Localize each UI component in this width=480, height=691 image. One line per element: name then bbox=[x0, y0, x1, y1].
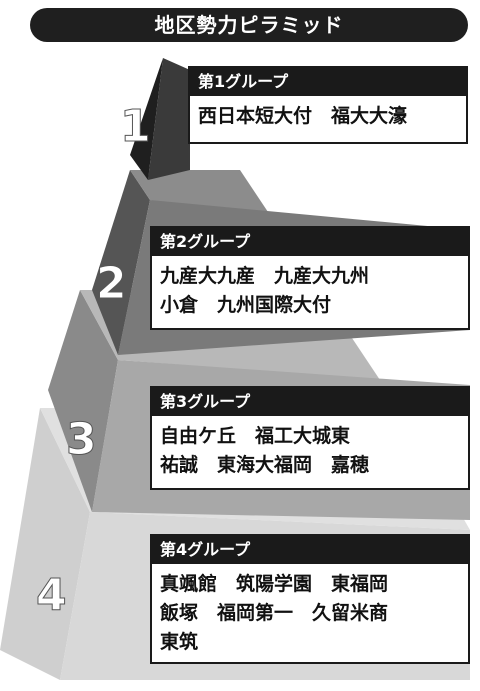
group-1-teams: 西日本短大付 福大大濠 bbox=[190, 96, 466, 135]
tier-2-side bbox=[92, 170, 150, 355]
group-3-header: 第3グループ bbox=[152, 388, 468, 416]
group-1-line: 西日本短大付 福大大濠 bbox=[198, 105, 408, 127]
group-2-box: 第2グループ 九産大九産 九産大九州 小倉 九州国際大付 bbox=[150, 226, 470, 330]
group-3-line: 自由ケ丘 福工大城東 bbox=[160, 425, 351, 447]
group-1-header: 第1グループ bbox=[190, 68, 466, 96]
page-title: 地区勢力ピラミッド bbox=[30, 8, 468, 42]
tier-1-number: 1 bbox=[120, 101, 152, 152]
group-2-line: 小倉 九州国際大付 bbox=[160, 294, 332, 316]
tier-4-number: 4 bbox=[36, 570, 68, 621]
group-2-line: 九産大九産 九産大九州 bbox=[160, 265, 370, 287]
tier-2-number: 2 bbox=[96, 258, 128, 309]
group-2-teams: 九産大九産 九産大九州 小倉 九州国際大付 bbox=[152, 256, 468, 324]
group-3-box: 第3グループ 自由ケ丘 福工大城東 祐誠 東海大福岡 嘉穂 bbox=[150, 386, 470, 490]
tier-3-number: 3 bbox=[66, 414, 98, 465]
tier-4-side bbox=[0, 408, 90, 680]
group-2-header: 第2グループ bbox=[152, 228, 468, 256]
group-4-teams: 真颯館 筑陽学園 東福岡 飯塚 福岡第一 久留米商 東筑 bbox=[152, 564, 468, 661]
group-1-box: 第1グループ 西日本短大付 福大大濠 bbox=[188, 66, 468, 144]
group-4-line: 東筑 bbox=[160, 631, 199, 653]
group-4-header: 第4グループ bbox=[152, 536, 468, 564]
group-4-box: 第4グループ 真颯館 筑陽学園 東福岡 飯塚 福岡第一 久留米商 東筑 bbox=[150, 534, 470, 664]
group-3-line: 祐誠 東海大福岡 嘉穂 bbox=[160, 454, 370, 476]
tier-3-side bbox=[48, 290, 118, 512]
tier-1-side bbox=[130, 58, 163, 180]
group-4-line: 真颯館 筑陽学園 東福岡 bbox=[160, 573, 389, 595]
group-3-teams: 自由ケ丘 福工大城東 祐誠 東海大福岡 嘉穂 bbox=[152, 416, 468, 484]
group-4-line: 飯塚 福岡第一 久留米商 bbox=[160, 602, 389, 624]
tier-1-front bbox=[148, 58, 190, 180]
